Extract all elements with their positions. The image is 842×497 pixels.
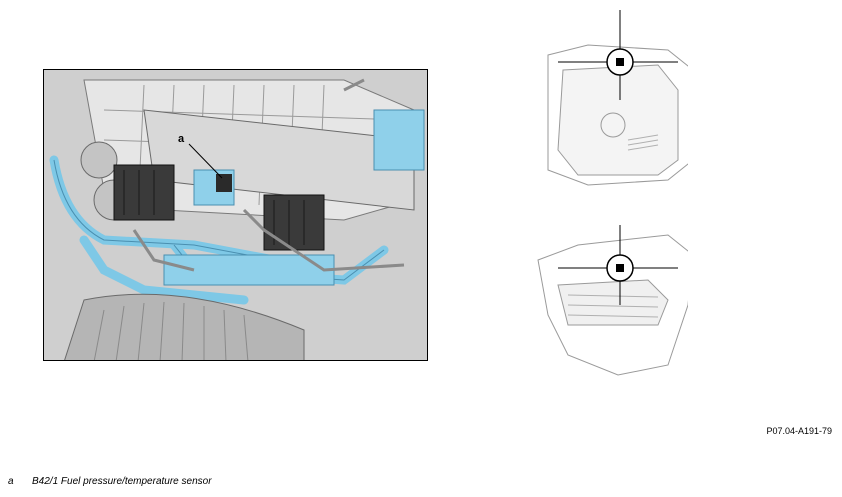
ignition-coil-right — [263, 194, 325, 251]
legend-key: a — [8, 476, 14, 487]
engine-illustration-svg: a — [44, 70, 427, 360]
figure-code: P07.04-A191-79 — [766, 426, 832, 436]
fuel-pressure-sensor — [216, 174, 232, 192]
pipes — [132, 78, 405, 272]
cover-ribs-top — [627, 134, 659, 151]
locator-side-svg — [537, 225, 694, 376]
engine-cover-top — [557, 64, 679, 176]
lower-hose — [64, 293, 305, 360]
locator-top-view — [528, 10, 694, 195]
callout-letter-a: a — [178, 133, 185, 145]
engine-illustration: a — [43, 69, 428, 361]
locator-side-view — [528, 225, 694, 385]
side-ribs — [567, 294, 659, 318]
locator-marker-square — [616, 58, 624, 66]
legend: a B42/1 Fuel pressure/temperature sensor — [8, 476, 212, 487]
legend-text: B42/1 Fuel pressure/temperature sensor — [32, 476, 212, 487]
brand-emblem-icon — [600, 112, 626, 138]
cylinder-cap-1 — [80, 141, 118, 179]
locator-marker-square-side — [616, 264, 624, 272]
callout-leader-line — [188, 143, 223, 179]
engine-block-side — [557, 279, 669, 326]
hose-ribs — [93, 301, 249, 360]
locator-top-svg — [547, 10, 694, 186]
right-highlight-block — [373, 109, 425, 171]
ignition-coil-left — [113, 164, 175, 221]
